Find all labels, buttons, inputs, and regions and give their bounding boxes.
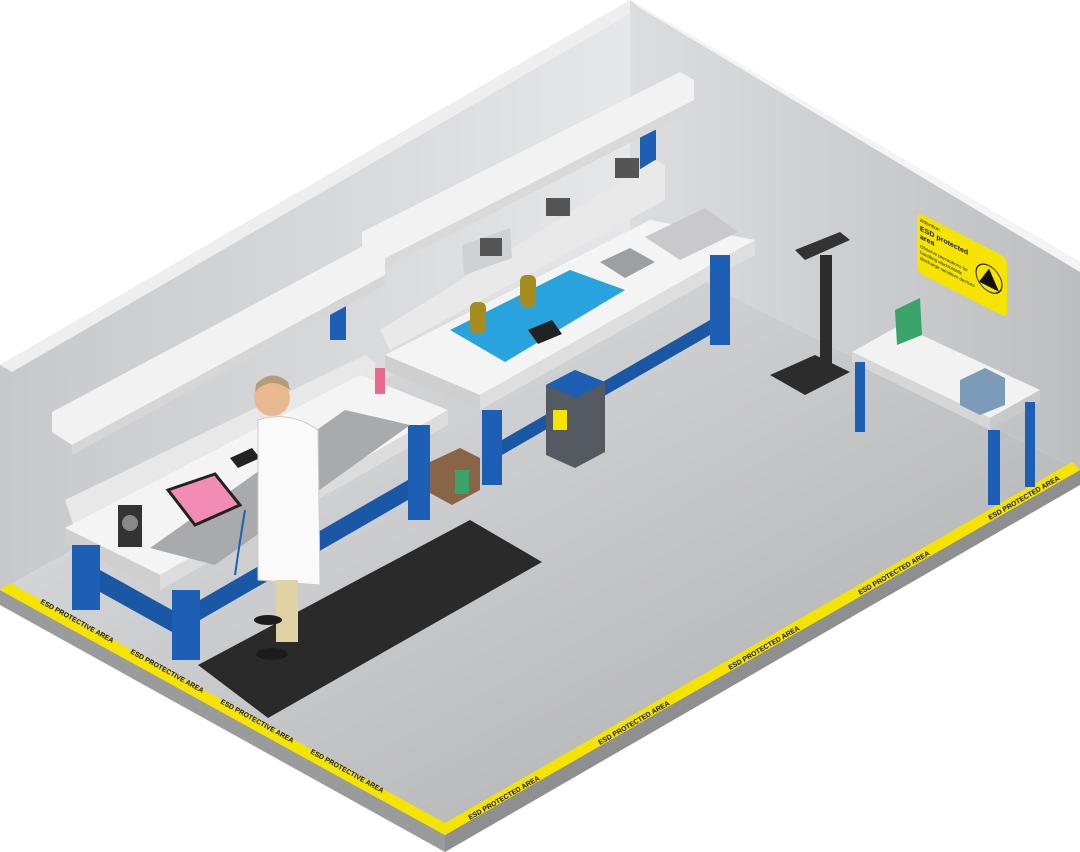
floor-edge-right [445,470,1080,852]
heatsink [960,368,1005,415]
blue-esd-mat [450,270,625,362]
sink [600,248,655,278]
ionizer-fan-icon [462,158,639,275]
esd-warning-icon [975,263,1003,294]
gray-work-mat [645,208,738,260]
anti-fatigue-floor-mat [198,520,542,718]
right-wall [630,0,1080,470]
grounding-reel [470,302,486,334]
cardboard-box [430,448,480,505]
wrist-strap-tester-station [770,232,850,395]
back-workbench [362,72,755,485]
right-wall-top [630,0,1080,272]
spray-bottle [375,368,385,394]
left-wall-top [0,0,640,372]
esd-waste-bin [546,370,605,468]
grounding-reel [520,275,536,307]
wrist-strap-tester-icon [528,320,562,344]
technician [234,375,321,660]
pink-foam-box [165,472,243,527]
pcb-board [895,298,922,345]
wrist-strap-tester-icon [230,448,260,468]
floor-edge-left [0,590,445,852]
side-table [852,298,1040,505]
